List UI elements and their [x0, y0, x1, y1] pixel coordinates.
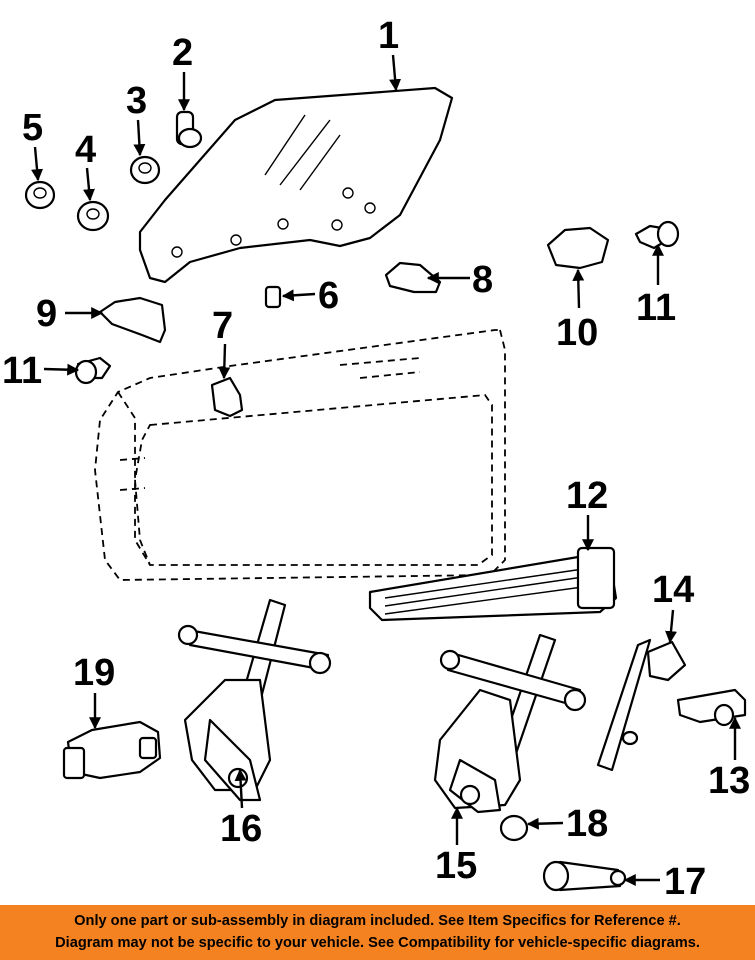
parts-diagram: 1 2 3 4 5 6 7 8 9 10 11 11 12 13 14 15 1…	[2, 15, 750, 903]
callout-5: 5	[22, 107, 43, 149]
rail-bracket	[676, 688, 747, 727]
callout-15: 15	[435, 845, 477, 887]
stabilizer	[98, 296, 167, 344]
glass-clip	[175, 110, 203, 149]
disclaimer-line-2: Diagram may not be specific to your vehi…	[55, 935, 700, 951]
callout-11-right: 11	[636, 287, 676, 329]
callout-16: 16	[220, 808, 262, 850]
callout-10: 10	[556, 312, 598, 354]
stud-right	[634, 220, 680, 250]
callout-3: 3	[126, 80, 147, 122]
door-shell	[94, 329, 506, 581]
latch	[546, 226, 610, 270]
bushing	[129, 155, 161, 185]
disclaimer-line-1: Only one part or sub-assembly in diagram…	[74, 913, 681, 929]
run-channel	[368, 546, 618, 622]
window-regulator-left	[177, 598, 332, 802]
window-motor	[62, 720, 162, 780]
callout-13: 13	[708, 760, 750, 802]
glass-guide	[384, 261, 442, 294]
guide-rail	[596, 638, 687, 772]
callout-1: 1	[378, 15, 399, 57]
callout-4: 4	[75, 129, 96, 171]
callout-11-left: 11	[2, 350, 42, 392]
callout-8: 8	[472, 259, 493, 301]
callout-2: 2	[172, 32, 193, 74]
motor-bushing	[499, 814, 529, 842]
door-glass	[138, 86, 454, 284]
bushing-lower	[76, 200, 110, 232]
glass-bracket	[210, 376, 244, 418]
callout-7: 7	[212, 305, 233, 347]
disclaimer-banner: Only one part or sub-assembly in diagram…	[0, 905, 755, 960]
callout-19: 19	[73, 652, 115, 694]
leader-lines	[31, 54, 741, 886]
small-clip	[264, 285, 282, 309]
callout-17: 17	[664, 861, 706, 903]
callout-18: 18	[566, 803, 608, 845]
callout-14: 14	[652, 569, 694, 611]
callout-6: 6	[318, 275, 339, 317]
callout-9: 9	[36, 293, 57, 335]
stud-left	[74, 356, 112, 385]
bushing-small	[24, 180, 56, 210]
callout-12: 12	[566, 475, 608, 517]
crank-handle	[542, 860, 627, 892]
window-regulator-right	[433, 633, 587, 814]
